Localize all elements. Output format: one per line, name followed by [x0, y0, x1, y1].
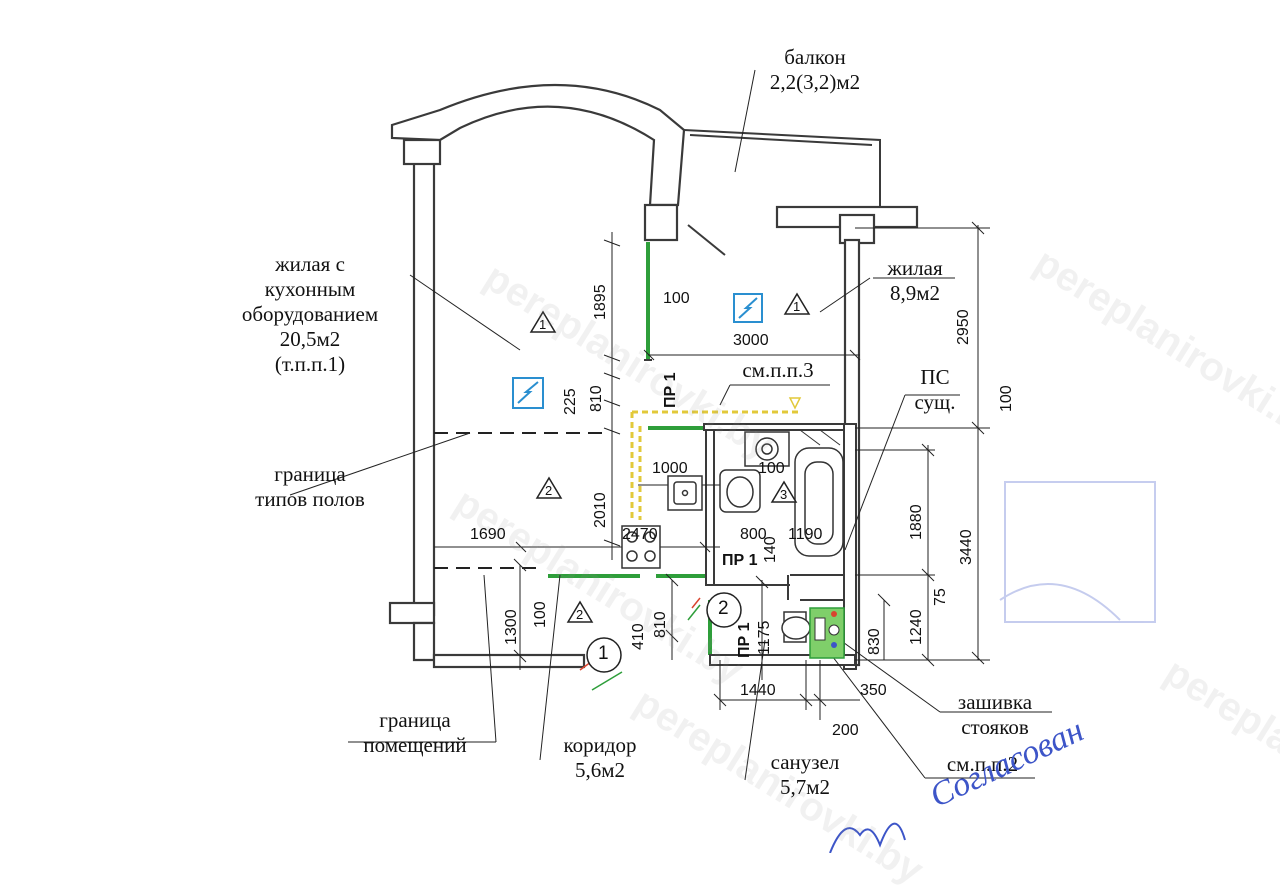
floor-type-marker: 1 [539, 317, 547, 332]
room-area: 8,9м2 [889, 281, 941, 305]
heated-floor-icon [512, 293, 763, 409]
dimension-810: 810 [652, 611, 669, 638]
room-label-living: жилая 8,9м2 [860, 256, 970, 306]
floor-type-triangles [529, 292, 811, 623]
note-see-pp3: см.п.п.3 [742, 358, 814, 382]
note-line: граница [379, 708, 451, 732]
note-line: граница [274, 462, 346, 486]
dimension-100: 100 [532, 601, 549, 628]
dimension-1000: 1000 [652, 460, 688, 477]
removed-marker [788, 397, 802, 410]
dimension-3440: 3440 [958, 529, 975, 565]
room-label-balcony: балкон 2,2(3,2)м2 [745, 45, 885, 95]
room-label-corridor: коридор 5,6м2 [540, 733, 660, 783]
washbasin [719, 469, 761, 513]
note-room-boundary: граница помещений [340, 708, 490, 758]
dimension-830: 830 [866, 628, 883, 655]
new-partitions [548, 242, 712, 655]
room-name-line: оборудованием [241, 302, 379, 326]
kitchen-sink [667, 475, 703, 511]
removed-walls [630, 410, 800, 520]
dimension-75: 75 [932, 588, 949, 606]
room-name-line: кухонным [264, 277, 356, 301]
door-marker: 1 [598, 643, 609, 664]
bathroom-corner [799, 429, 841, 446]
dimension-lines [434, 221, 990, 720]
pr-label: ПР 1 [736, 622, 753, 658]
green-marks [591, 604, 701, 691]
floor-plan-drawing [289, 69, 1156, 853]
exterior-walls [388, 83, 919, 669]
note-riser-cover: зашивка стояков [940, 690, 1050, 740]
room-label-living-kitchen: жилая с кухонным оборудованием 20,5м2 (т… [210, 252, 410, 377]
dimension-100: 100 [998, 385, 1015, 412]
dimension-140: 140 [762, 536, 779, 563]
room-area: 5,6м2 [574, 758, 626, 782]
room-label-bathroom: санузел 5,7м2 [745, 750, 865, 800]
dimension-1690: 1690 [470, 526, 506, 543]
floor-type-marker: 2 [576, 607, 584, 622]
note-ps: ПС сущ. [905, 365, 965, 415]
dimension-410: 410 [630, 623, 647, 650]
interior-walls [644, 359, 857, 670]
room-area: 5,7м2 [779, 775, 831, 799]
balcony-outline [683, 129, 881, 256]
washing-machine [744, 431, 790, 467]
dimension-350: 350 [860, 682, 887, 699]
room-area: 2,2(3,2)м2 [769, 70, 861, 94]
risers [809, 607, 845, 659]
dimension-800: 800 [740, 526, 767, 543]
dimension-810: 810 [588, 385, 605, 412]
dimension-2010: 2010 [592, 492, 609, 528]
note-line: зашивка [957, 690, 1033, 714]
leader-lines [289, 69, 1052, 781]
note-see-pp2: см.п.п.2 [946, 752, 1019, 776]
room-note: (т.п.п.1) [274, 352, 346, 376]
note-line: ПС [920, 365, 950, 389]
room-name: балкон [784, 45, 846, 69]
dimension-225: 225 [562, 388, 579, 415]
note-line: помещений [363, 733, 467, 757]
dimension-2470: 2470 [622, 526, 658, 543]
dimension-1175: 1175 [756, 620, 773, 655]
stove [621, 525, 661, 569]
dimension-1190: 1190 [788, 526, 823, 543]
dimension-1240: 1240 [908, 609, 925, 645]
dimension-1880: 1880 [908, 504, 925, 540]
floor-type-marker: 2 [545, 483, 553, 498]
dimension-1895: 1895 [592, 284, 609, 320]
floor-type-marker: 3 [780, 487, 788, 502]
door-markers [586, 592, 742, 673]
note-floor-boundary: граница типов полов [225, 462, 395, 512]
room-name: санузел [770, 750, 840, 774]
signature-stroke [829, 822, 906, 853]
dimension-3000: 3000 [733, 332, 769, 349]
note-line: стояков [961, 715, 1029, 739]
approval-stamp [999, 481, 1156, 623]
room-name-line: жилая с [275, 252, 345, 276]
door-marker: 2 [718, 598, 729, 619]
note-line: сущ. [914, 390, 956, 414]
floor-type-marker: 1 [793, 299, 801, 314]
dimension-100: 100 [663, 290, 690, 307]
dimension-1300: 1300 [503, 609, 520, 645]
note-line: типов полов [255, 487, 365, 511]
room-name: жилая [887, 256, 943, 280]
pr-label: ПР 1 [722, 552, 758, 569]
pr-label: ПР 1 [662, 372, 679, 408]
dimension-1440: 1440 [740, 682, 776, 699]
dimension-200: 200 [832, 722, 859, 739]
room-name: коридор [563, 733, 637, 757]
dimension-100: 100 [758, 460, 785, 477]
toilet [781, 611, 811, 643]
room-area: 20,5м2 [279, 327, 341, 351]
dimension-2950: 2950 [955, 309, 972, 345]
